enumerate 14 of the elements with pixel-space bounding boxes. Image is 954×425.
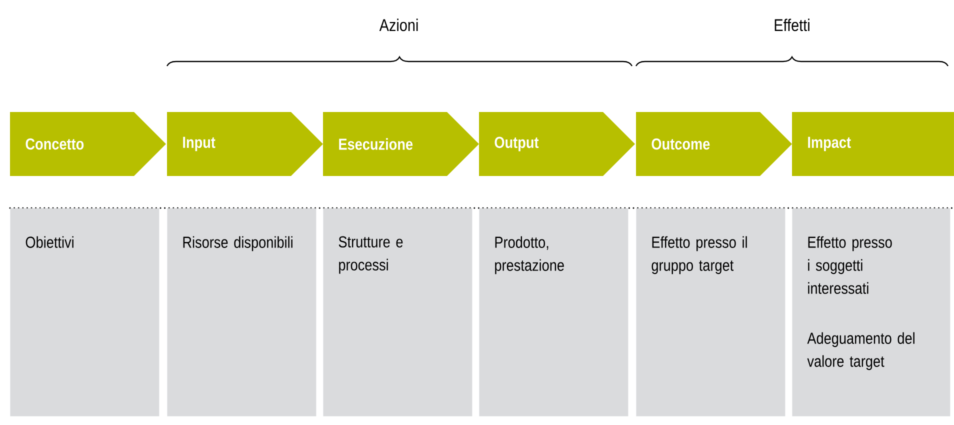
process-step: Impact xyxy=(792,112,954,176)
text-box: Obiettivi xyxy=(10,208,160,416)
process-step: Concetto xyxy=(10,112,166,176)
text-box: Effetto presso i soggetti interessati Adeguamento del valore target xyxy=(792,208,950,416)
text-box: Risorse disponibili xyxy=(167,208,316,416)
process-step: Output xyxy=(479,112,635,176)
text-box: Strutture e processi xyxy=(323,208,472,416)
group-label: Effetti xyxy=(774,18,810,32)
process-step: Input xyxy=(167,112,323,176)
group-label: Azioni xyxy=(379,18,418,32)
text-box: Effetto presso il gruppo target xyxy=(636,208,786,416)
process-step: Outcome xyxy=(636,112,792,176)
process-step: Esecuzione xyxy=(323,112,479,176)
text-box: Prodotto, prestazione xyxy=(479,208,628,416)
